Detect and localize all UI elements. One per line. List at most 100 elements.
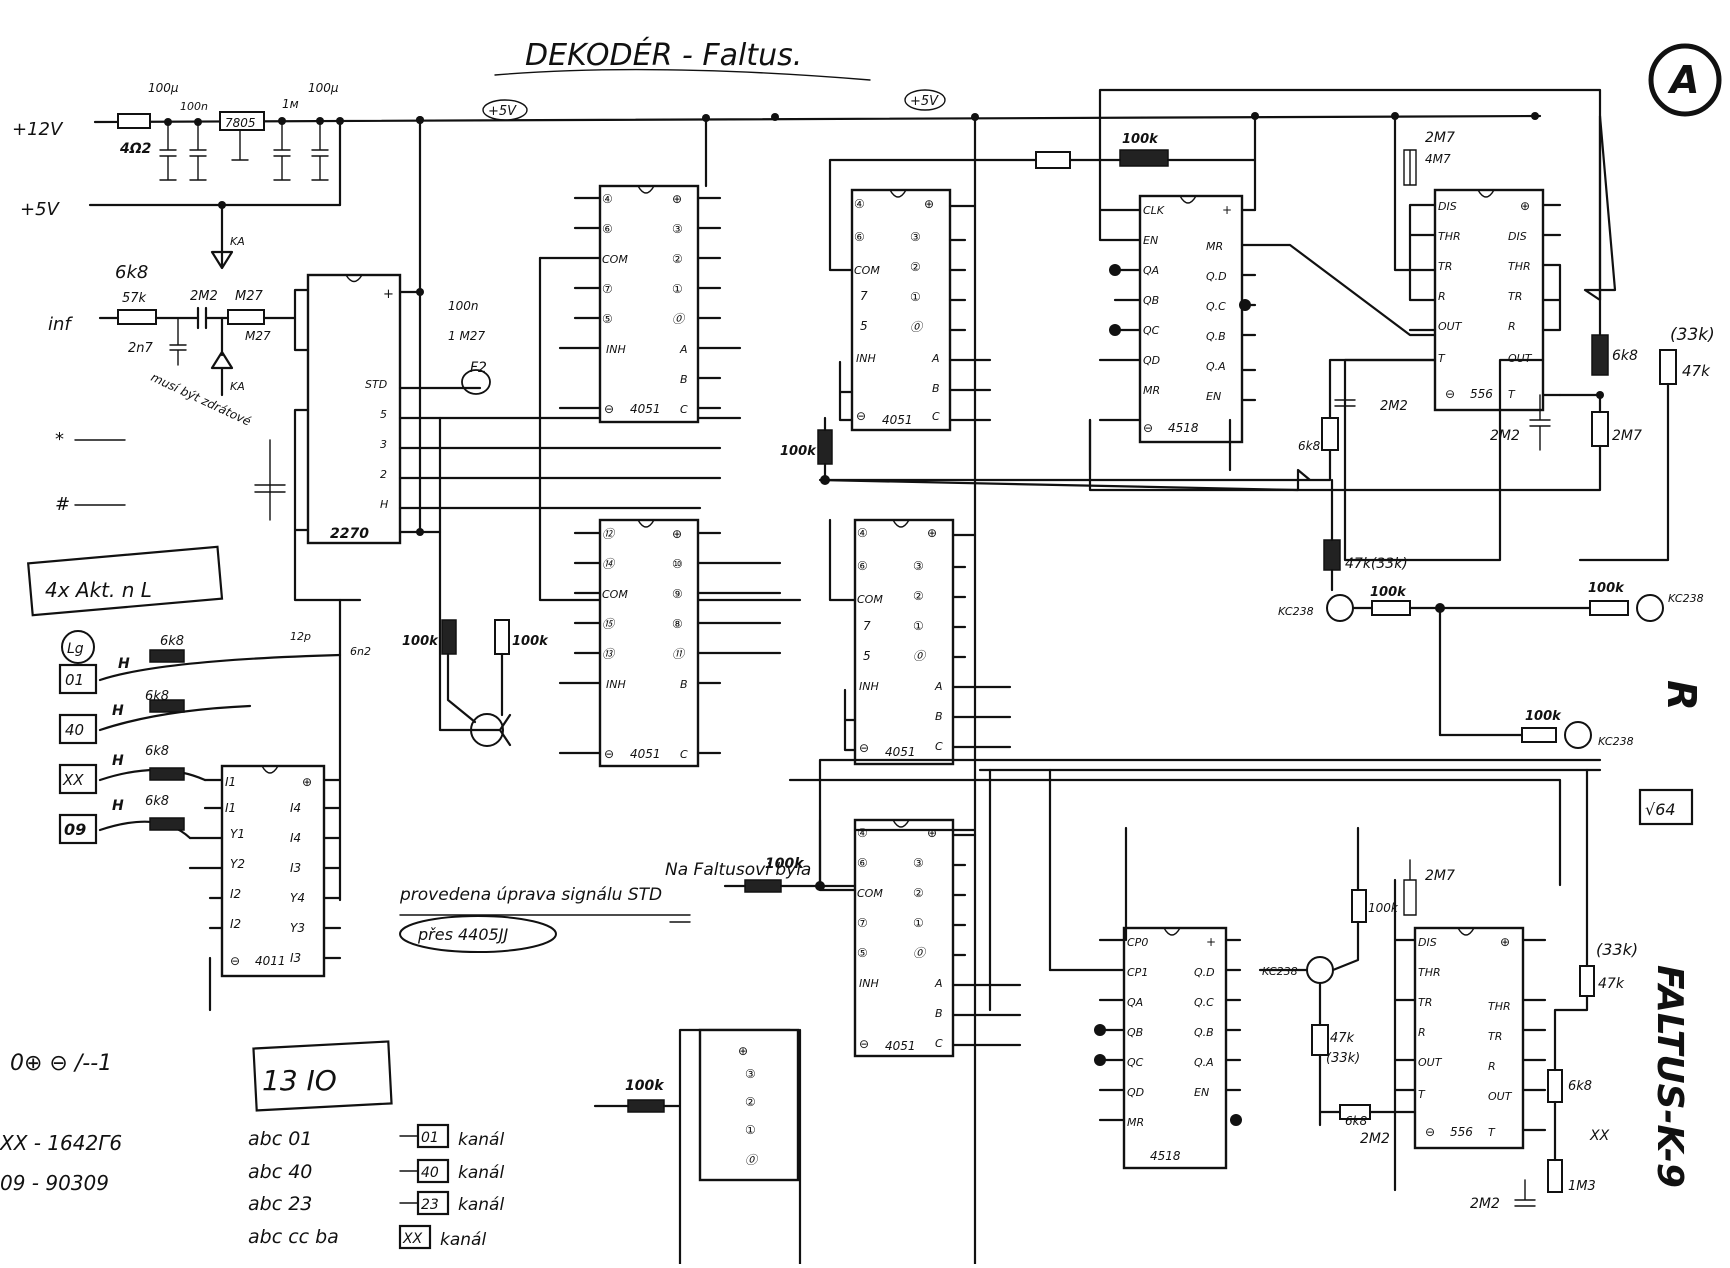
- schematic-label: B: [932, 382, 940, 395]
- schematic-label: QA: [1127, 996, 1143, 1009]
- schematic-shape: [254, 439, 286, 521]
- schematic-label: 7: [863, 619, 871, 633]
- c1m27-label: 1 M27: [448, 329, 485, 343]
- schematic-label: QA: [1143, 264, 1159, 277]
- title-text: DEKODÉR - Faltus.: [525, 37, 802, 73]
- schematic-label: +: [383, 287, 394, 302]
- schematic-label: ③: [910, 230, 921, 244]
- schematic-label: 4051: [882, 413, 913, 427]
- schematic-shape: [93, 114, 1542, 124]
- schematic-label: OUT: [1418, 1056, 1443, 1069]
- schematic-shape: [316, 117, 324, 125]
- schematic-label: ⊖: [856, 409, 866, 423]
- schematic-label: A: [934, 977, 943, 990]
- schematic-shape: [1109, 324, 1121, 336]
- chip-556a: DIS THR TR R OUT T ⊖ 556 ⊕ DIS THR TR R …: [1334, 114, 1562, 562]
- schematic-label: INH: [859, 680, 879, 693]
- code-1: abc 40: [248, 1161, 312, 1183]
- schematic-shape: [1094, 1054, 1106, 1066]
- schematic-shape: [231, 129, 249, 161]
- schematic-label: ①: [913, 619, 924, 633]
- schematic-label: ⓪: [672, 312, 686, 326]
- schematic-label: INH: [606, 343, 626, 356]
- c1m-label: 1м: [282, 97, 299, 111]
- schematic-label: 4051: [630, 747, 661, 761]
- schematic-label: Y4: [290, 891, 305, 905]
- note-line2: provedena úprava signálu STD: [399, 885, 662, 905]
- schematic-label: ④: [854, 197, 865, 211]
- schematic-shape: [744, 879, 782, 893]
- schematic-label: CP0: [1127, 936, 1148, 949]
- r100k-l1-label: 100k: [765, 856, 805, 872]
- schematic-shape: [1638, 788, 1694, 826]
- r100k-top-label: 100k: [1122, 132, 1159, 147]
- title-underline: [494, 68, 871, 81]
- schematic-label: ⊖: [230, 954, 240, 968]
- schematic-label: 4051: [630, 402, 661, 416]
- r57k-label: 57k: [122, 291, 147, 306]
- schematic-shape: [1334, 359, 1356, 407]
- schematic-label: A: [679, 343, 688, 356]
- schematic-label: ⑨: [672, 587, 683, 601]
- schematic-label: 5: [860, 319, 868, 333]
- c2n7-label: 2n7: [128, 341, 154, 356]
- schematic-label: Q.B: [1206, 330, 1226, 343]
- schematic-label: 556: [1470, 387, 1493, 401]
- schematic-shape: [1413, 926, 1525, 1150]
- schematic-shape: [1048, 768, 1602, 972]
- schematic-label: TR: [1438, 260, 1452, 273]
- schematic-label: ⊖: [1425, 1125, 1435, 1139]
- schematic-shape: [26, 545, 224, 617]
- schematic-shape: [1591, 334, 1609, 376]
- schematic-shape: [1596, 391, 1604, 399]
- kc238c-label: KC238: [1598, 735, 1634, 748]
- schematic-label: 40: [421, 1165, 439, 1181]
- schematic-label: ③: [913, 856, 924, 870]
- tag-40: 40: [65, 721, 84, 739]
- schematic-shape: [416, 288, 424, 296]
- schematic-label: ⊕: [924, 197, 934, 211]
- schematic-label: ⊕: [927, 526, 937, 540]
- schematic-label: 6k8: [145, 744, 169, 759]
- schematic-label: C: [680, 403, 688, 416]
- schematic-shape: [261, 765, 279, 774]
- schematic-shape: [698, 1028, 800, 1182]
- schematic-shape: [593, 1028, 802, 1266]
- schematic-label: 4051: [885, 745, 916, 759]
- schematic-shape: [820, 475, 830, 485]
- code-3: abc cc ba: [248, 1226, 339, 1248]
- schematic-label: R: [1418, 1026, 1426, 1039]
- schematic-label: ⑩: [672, 557, 683, 571]
- schematic-label: ②: [910, 260, 921, 274]
- kx-line: XX - 1642Г6: [0, 1131, 122, 1155]
- schematic-label: EN: [1194, 1086, 1209, 1099]
- d1-label: KA: [230, 235, 245, 248]
- chip-556b: DIS THR TR R OUT T ⊖ 556 ⊕ THR TR R OUT …: [1360, 859, 1547, 1212]
- r100k-mid-label: 100k: [512, 634, 549, 649]
- schematic-shape: [306, 273, 402, 545]
- schematic-shape: [853, 518, 955, 766]
- schematic-label: I4: [290, 801, 301, 815]
- schematic-shape: [470, 713, 504, 747]
- schematic-shape: [818, 448, 1332, 492]
- schematic-label: COM: [857, 593, 883, 606]
- f2-label: F2: [470, 360, 487, 376]
- schematic-label: ⊕: [672, 192, 682, 206]
- schematic-shape: [494, 619, 510, 655]
- kc238d-label: KC238: [1262, 965, 1298, 978]
- side-mark: R: [1658, 680, 1704, 711]
- schematic-label: 5: [380, 408, 387, 421]
- schematic-shape: [904, 89, 946, 111]
- schematic-label: ⊖: [859, 1037, 869, 1051]
- tag-xx: XX: [62, 771, 84, 789]
- r6k8b-label: 6k8: [1568, 1079, 1592, 1094]
- schematic-shape: [169, 317, 187, 366]
- bottom-notes: 0⊕ ⊖ /--1 13 IO XX - 1642Г6 09 - 90309 a…: [0, 1040, 504, 1250]
- schematic-label: 01: [421, 1130, 439, 1146]
- schematic-label: I4: [290, 831, 301, 845]
- schematic-label: ⊕: [672, 527, 682, 541]
- r2m7c-label: 2M7: [1425, 868, 1455, 884]
- schematic-label: ③: [913, 559, 924, 573]
- schematic-shape: [58, 663, 98, 695]
- schematic-label: QB: [1143, 294, 1159, 307]
